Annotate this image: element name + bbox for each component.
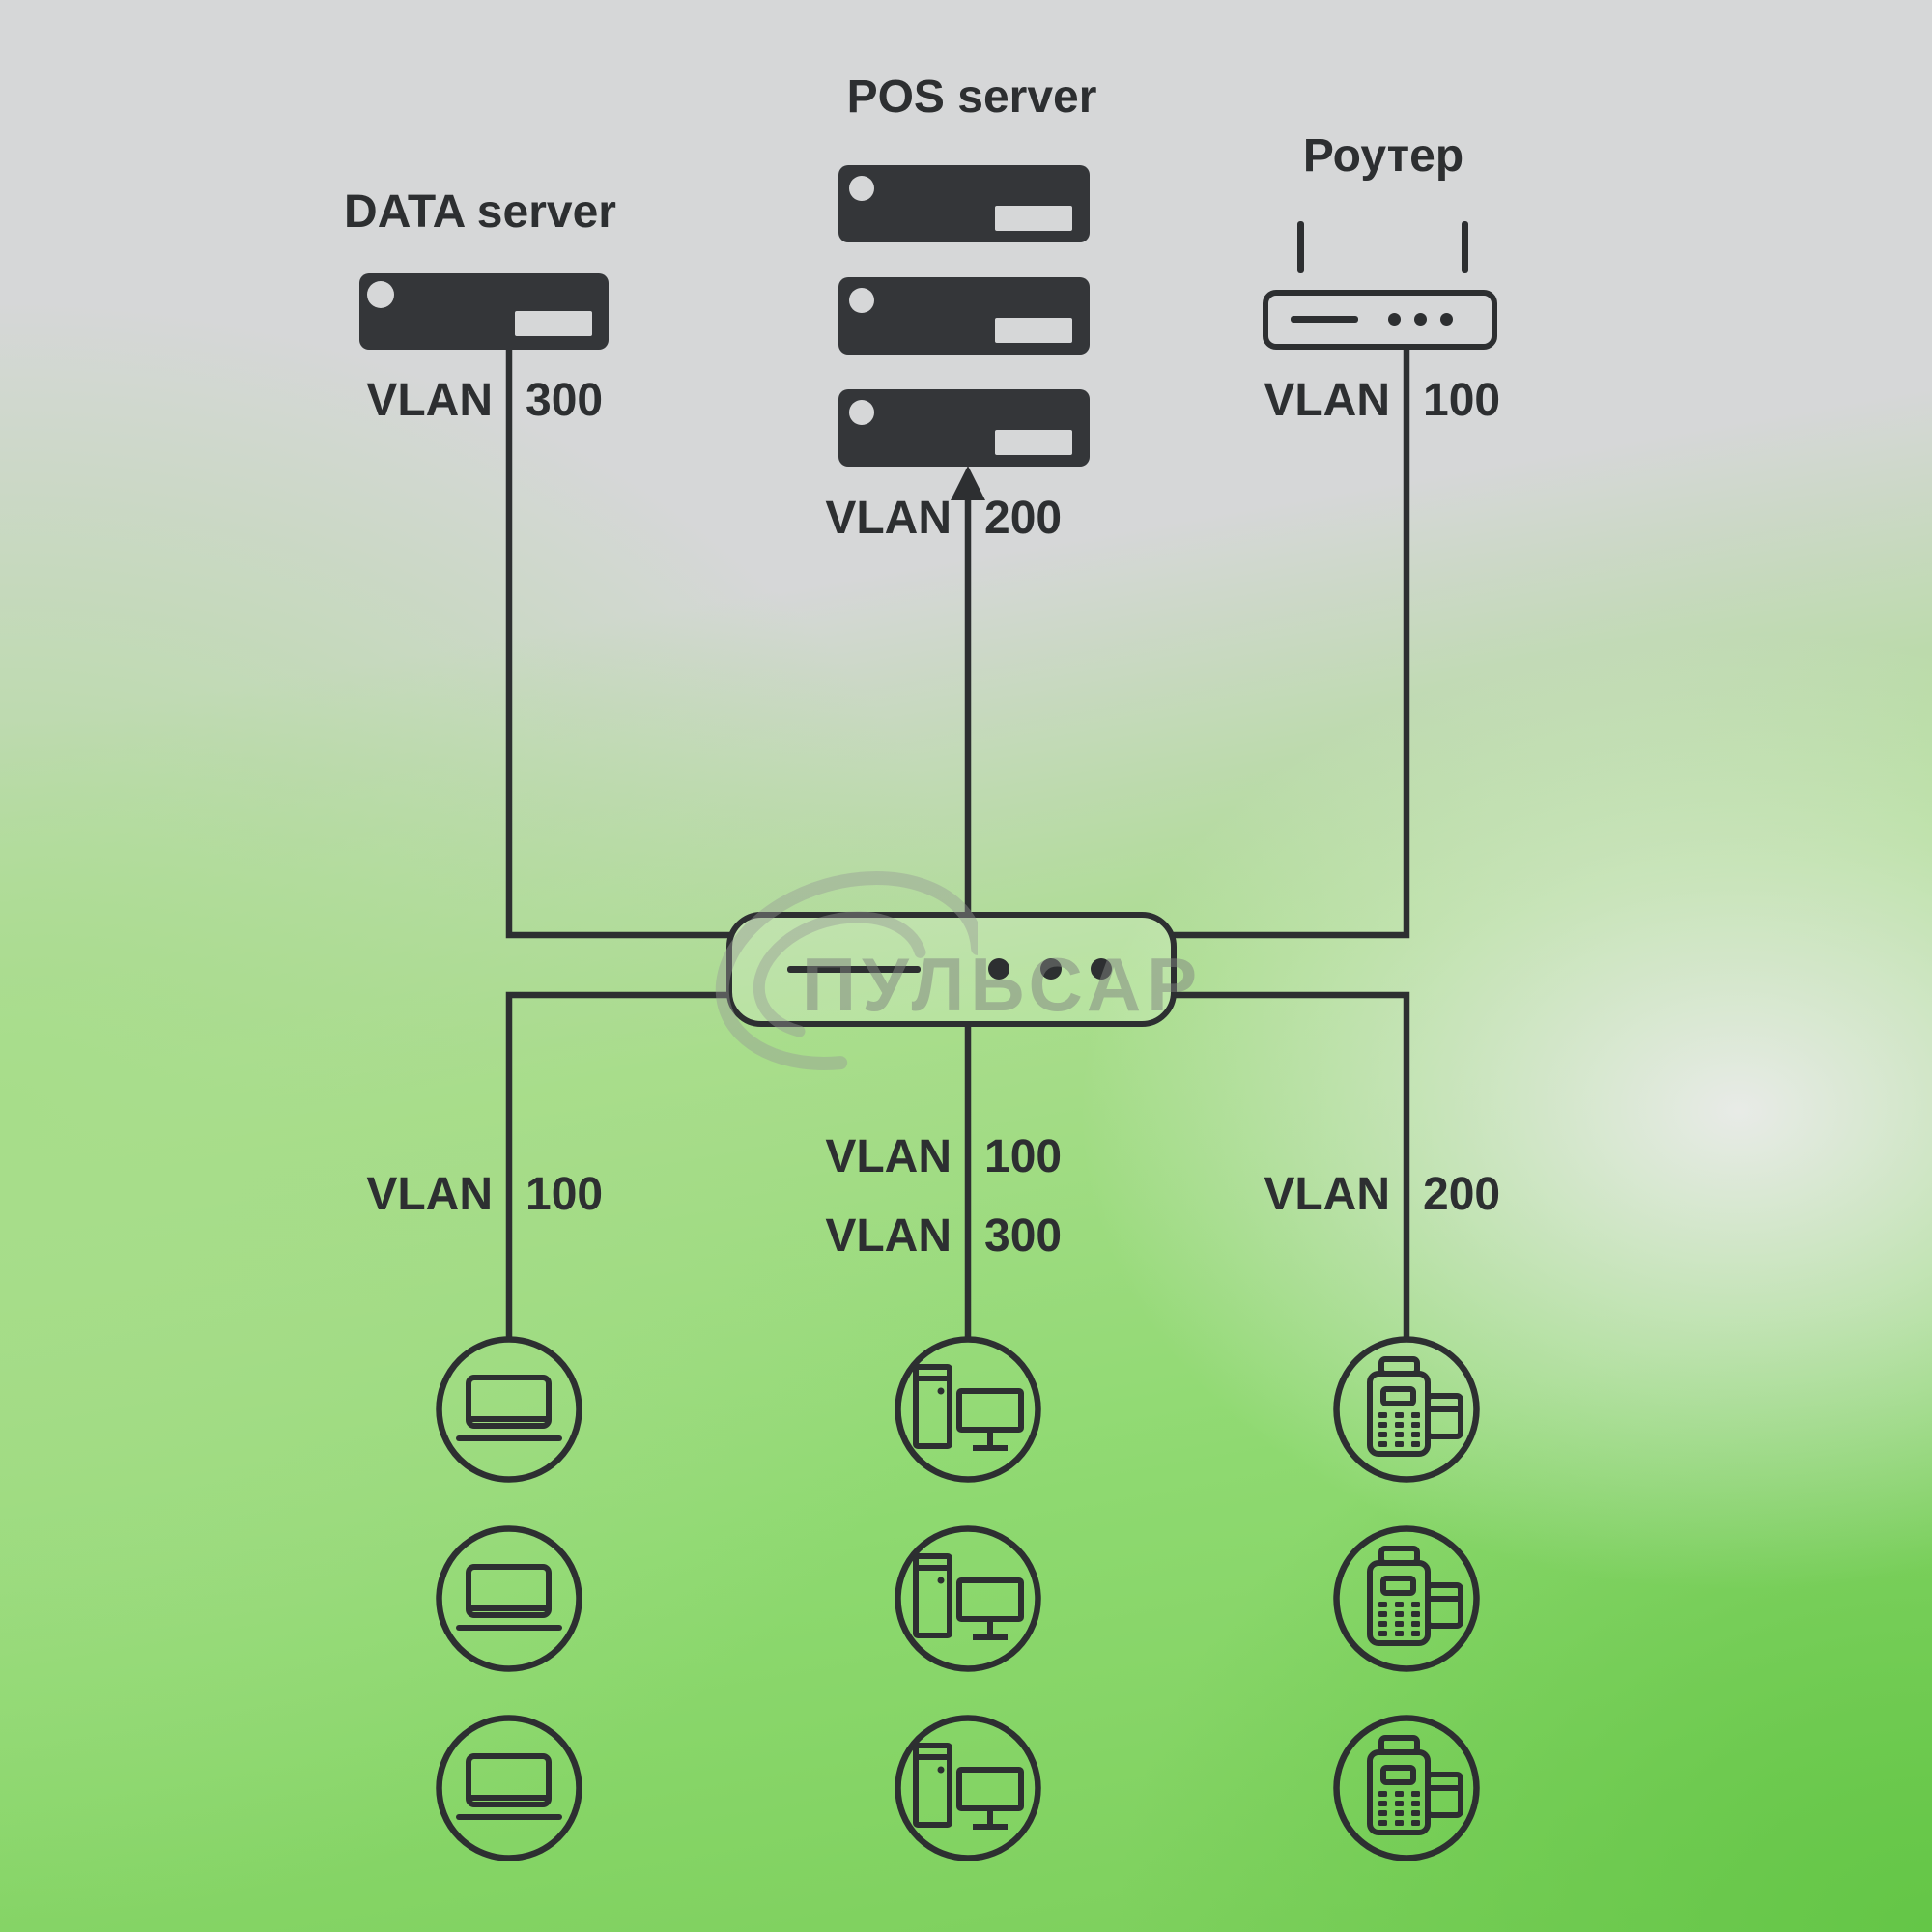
router-led-dot [1440,313,1453,326]
vlan-label-router: VLAN 100 [0,378,1932,426]
laptop-icon [436,1525,582,1672]
router-led-dot [1388,313,1401,326]
laptop-icon [436,1336,582,1483]
vlan-id: 200 [984,493,1063,544]
device-circle [895,1525,1041,1672]
router-title: Роутер [1302,130,1464,182]
device-circle [1333,1525,1480,1672]
server-led-icon [367,281,394,308]
pos-server-icon-3 [838,389,1090,467]
wire-router-to-switch [1173,348,1410,939]
antenna-icon [1462,221,1468,273]
antenna-icon [1297,221,1304,273]
laptop-group [436,1336,582,1904]
terminals-device [1333,1336,1480,1483]
vlan-id: 200 [1423,1169,1501,1220]
pos-terminal-icon [1333,1715,1480,1861]
pos-terminal-icon [1333,1525,1480,1672]
device-circle [436,1525,582,1672]
server-led-icon [849,400,874,425]
switch-led-dot [1040,958,1062,980]
pos-server-icon-2 [838,277,1090,355]
desktop-pc-icon [895,1715,1041,1861]
desktops-device [895,1336,1041,1483]
laptops-device [436,1336,582,1483]
vlan-word: VLAN [366,375,493,426]
server-led-icon [849,176,874,201]
device-circle [895,1715,1041,1861]
terminal-group [1333,1336,1480,1904]
wire-switch-to-terminals [1173,991,1410,1340]
terminals-device [1333,1525,1480,1672]
data-server-title: DATA server [344,186,616,238]
arrow-up-icon [951,466,985,500]
device-circle [1333,1336,1480,1483]
vlan-id: 100 [984,1131,1063,1182]
vlan-label-desktops-2: VLAN 300 [0,1213,1932,1262]
pos-server-icon-1 [838,165,1090,242]
laptop-icon [436,1715,582,1861]
desktops-device [895,1715,1041,1861]
vlan-id: 100 [526,1169,604,1220]
pulsar-watermark-text: ПУЛЬСАР [802,942,1204,1027]
device-circle [1333,1715,1480,1861]
laptops-device [436,1715,582,1861]
server-led-icon [849,288,874,313]
server-drive-slot-icon [995,206,1072,231]
vlan-word: VLAN [1264,1169,1390,1220]
vlan-label-laptops: VLAN 100 [0,1172,1932,1220]
desktop-group [895,1336,1041,1904]
laptops-device [436,1525,582,1672]
server-drive-slot-icon [995,318,1072,343]
vlan-label-desktops-1: VLAN 100 [0,1134,1932,1182]
pos-server-title: POS server [846,71,1097,123]
switch-led-dot [988,958,1009,980]
vlan-id: 300 [526,375,604,426]
vlan-word: VLAN [825,493,952,544]
vlan-word: VLAN [1264,375,1390,426]
vlan-label-pos-server: VLAN 200 [0,496,1932,544]
switch-led-dot [1091,958,1112,980]
vlan-label-data-server: VLAN 300 [0,378,1932,426]
desktops-device [895,1525,1041,1672]
vlan-word: VLAN [366,1169,493,1220]
server-drive-slot-icon [995,430,1072,455]
vlan-word: VLAN [825,1210,952,1262]
device-circle [436,1336,582,1483]
router-led-dot [1414,313,1427,326]
vlan-word: VLAN [825,1131,952,1182]
switch-icon [726,912,1177,1027]
pos-terminal-icon [1333,1336,1480,1483]
wire-data-server-to-switch [505,348,730,939]
device-circle [895,1336,1041,1483]
terminals-device [1333,1715,1480,1861]
switch-panel-line [787,966,921,973]
device-circle [436,1715,582,1861]
vlan-id: 300 [984,1210,1063,1262]
pulsar-logo-swirl-icon [715,871,978,1070]
desktop-pc-icon [895,1525,1041,1672]
data-server-icon [359,273,609,350]
router-panel-line [1291,316,1358,323]
vlan-label-terminals: VLAN 200 [0,1172,1932,1220]
wire-switch-to-laptops [505,991,730,1340]
router-icon [1263,221,1497,350]
vlan-id: 100 [1423,375,1501,426]
desktop-pc-icon [895,1336,1041,1483]
server-drive-slot-icon [515,311,592,336]
